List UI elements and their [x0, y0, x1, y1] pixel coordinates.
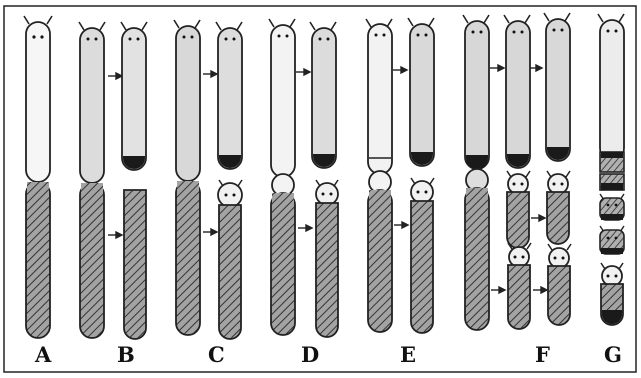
- daughter-lower: [316, 203, 338, 337]
- arrow-icon: [490, 65, 504, 71]
- daughter-segment: [508, 265, 530, 329]
- filament-upper-light: [80, 28, 104, 183]
- daughter-upper: [218, 28, 242, 169]
- arrow-icon: [533, 287, 547, 293]
- filament-lower-hatched: [176, 181, 200, 335]
- daughter-upper: [122, 28, 146, 170]
- daughter-lower: [124, 190, 146, 339]
- filament-lower-hatched: [80, 183, 104, 338]
- daughter-lower: [411, 201, 433, 333]
- arrow-icon: [491, 287, 505, 293]
- arrow-icon: [108, 73, 122, 79]
- filament-upper-light: [176, 26, 200, 181]
- panel-e: [366, 18, 434, 333]
- arrow-icon: [531, 215, 545, 221]
- daughter-head: [411, 181, 433, 203]
- panel-label-g: G: [604, 342, 622, 367]
- arrow-icon: [203, 71, 217, 77]
- cell-upper-light: [26, 22, 50, 182]
- daughter-upper: [506, 21, 530, 168]
- daughter-segment: [547, 192, 569, 244]
- daughter-head: [316, 183, 338, 205]
- filament-upper-light: [600, 20, 624, 160]
- panel-d: [269, 19, 338, 337]
- daughter-upper: [312, 28, 336, 168]
- daughter-lower: [219, 205, 241, 339]
- daughter-upper: [546, 19, 570, 161]
- filament-lower-hatched: [465, 188, 489, 330]
- arrow-icon: [298, 225, 312, 231]
- filament-upper-light: [271, 25, 295, 177]
- arrow-icon: [393, 67, 407, 73]
- panel-g: [598, 14, 624, 325]
- panel-f: [463, 13, 571, 330]
- cell-lower-hatched: [26, 182, 50, 338]
- panel-label-d: D: [301, 342, 319, 367]
- daughter-head: [218, 183, 242, 207]
- panel-label-c: C: [208, 342, 225, 367]
- arrow-icon: [108, 232, 122, 238]
- daughter-upper: [410, 24, 434, 166]
- filament-upper-light: [368, 24, 392, 174]
- panel-a: [24, 16, 52, 338]
- filament-upper-light: [465, 21, 489, 169]
- filament-lower-hatched: [271, 193, 295, 335]
- panel-label-e: E: [400, 342, 416, 367]
- panel-label-a: A: [34, 342, 52, 367]
- panel-label-b: B: [117, 342, 135, 367]
- panel-label-f: F: [535, 342, 550, 367]
- arrow-icon: [203, 229, 217, 235]
- arrow-icon: [296, 69, 310, 75]
- daughter-segment: [548, 266, 570, 325]
- arrow-icon: [394, 222, 408, 228]
- panel-b: [79, 22, 147, 339]
- panel-c: [174, 20, 242, 339]
- daughter-segment: [507, 192, 529, 248]
- filament-lower-hatched: [368, 190, 392, 332]
